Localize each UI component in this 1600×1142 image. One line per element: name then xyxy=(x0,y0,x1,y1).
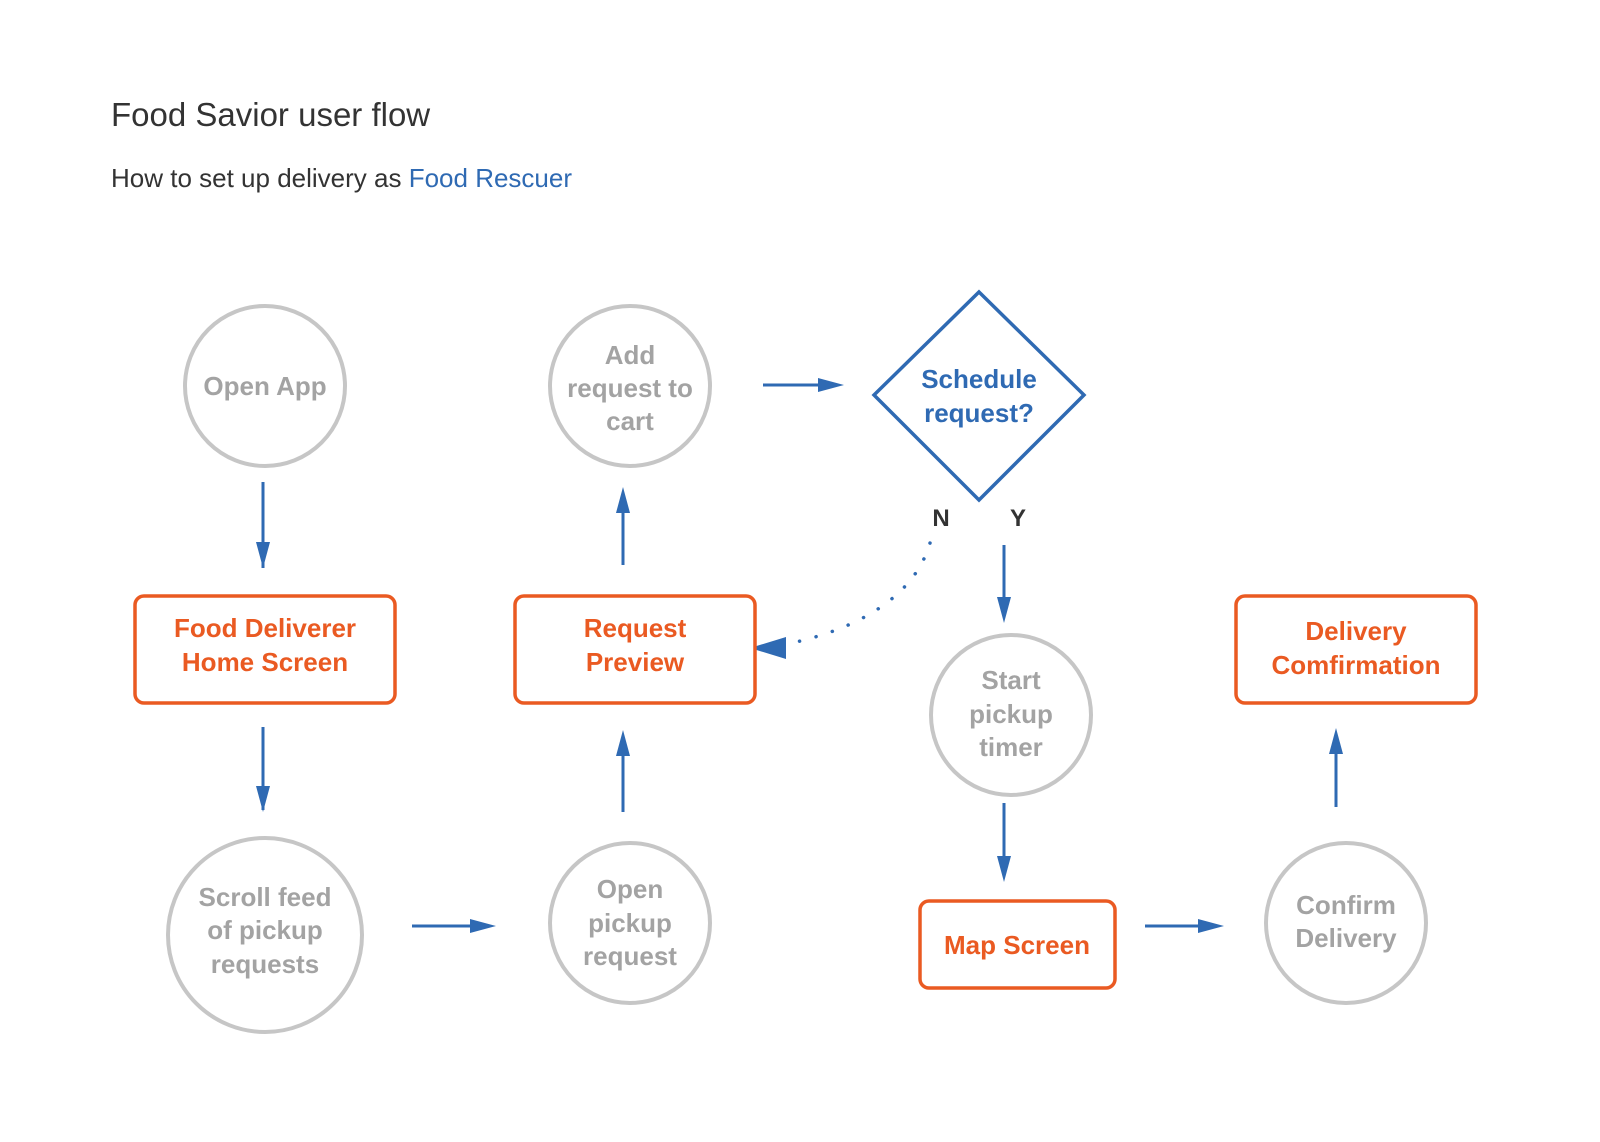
arrows xyxy=(256,378,1343,933)
node-start-timer-label-line-1: Start xyxy=(981,665,1041,695)
arrowhead-schedule-yes-to-start-timer xyxy=(997,597,1011,623)
node-open-pickup-label-line-2: pickup xyxy=(588,908,672,938)
node-open-pickup-label-line-1: Open xyxy=(597,874,663,904)
arrowhead-start-timer-to-map-screen xyxy=(997,856,1011,882)
node-open-app: Open App xyxy=(183,304,347,468)
node-delivery-confirmation-label-line-1: Delivery xyxy=(1305,616,1407,646)
node-open-pickup-label-line-3: request xyxy=(583,941,677,971)
node-start-timer-label-line-2: pickup xyxy=(969,699,1053,729)
node-map-screen: Map Screen xyxy=(918,899,1117,990)
node-schedule-decision-label-line-2: request? xyxy=(924,398,1034,428)
node-add-to-cart: Add request to cart xyxy=(548,304,712,468)
subtitle-role-accent: Food Rescuer xyxy=(408,163,573,193)
arrowhead-request-preview-to-add-to-cart xyxy=(616,487,630,513)
node-scroll-feed-label-line-2: of pickup xyxy=(207,915,323,945)
node-add-to-cart-label-line-1: Add xyxy=(605,340,656,370)
node-open-pickup-shape xyxy=(548,841,712,1005)
node-map-screen-label: Map Screen xyxy=(944,930,1090,960)
node-request-preview-label-line-2: Preview xyxy=(586,647,685,677)
branch-label-yes: Y xyxy=(1010,505,1026,532)
node-add-to-cart-label-line-2: request to xyxy=(567,373,693,403)
node-delivery-confirmation-label-line-2: Comfirmation xyxy=(1272,650,1441,680)
branch-label-no: N xyxy=(932,505,949,532)
node-scroll-feed-label-line-1: Scroll feed xyxy=(199,882,332,912)
node-scroll-feed-label-line-3: requests xyxy=(211,949,319,979)
node-request-preview-label-line-1: Request xyxy=(584,613,687,643)
node-open-pickup: Open pickup request xyxy=(548,841,712,1005)
node-home-screen-label-line-1: Food Deliverer xyxy=(174,613,356,643)
node-start-timer-shape xyxy=(929,633,1093,797)
arrowhead-open-app-to-home-screen xyxy=(256,542,270,568)
arrowhead-scroll-feed-to-open-pickup xyxy=(470,919,496,933)
arrowhead-map-screen-to-confirm-delivery xyxy=(1198,919,1224,933)
arrow-schedule-no-to-request-preview xyxy=(780,541,932,647)
node-open-app-label: Open App xyxy=(203,371,326,401)
node-confirm-delivery-label-line-1: Confirm xyxy=(1296,890,1396,920)
node-confirm-delivery-shape xyxy=(1264,841,1428,1005)
node-home-screen: Food Deliverer Home Screen xyxy=(133,594,397,705)
node-add-to-cart-label-line-3: cart xyxy=(606,406,654,436)
node-open-app-shape xyxy=(183,304,347,468)
arrowhead-open-pickup-to-request-preview xyxy=(616,730,630,756)
subtitle-prefix: How to set up delivery as xyxy=(111,163,402,193)
arrowhead-schedule-no-to-request-preview xyxy=(750,637,786,659)
arrowhead-home-screen-to-scroll-feed xyxy=(256,786,270,812)
node-delivery-confirmation-shape xyxy=(1234,594,1478,705)
page-title: Food Savior user flow xyxy=(111,96,431,133)
node-scroll-feed-shape xyxy=(166,836,364,1034)
node-home-screen-shape xyxy=(133,594,397,705)
node-home-screen-label-line-2: Home Screen xyxy=(182,647,348,677)
node-confirm-delivery: Confirm Delivery xyxy=(1264,841,1428,1005)
page-subtitle: How to set up delivery as Food Rescuer xyxy=(111,163,572,194)
arrowhead-confirm-delivery-to-delivery-confirmation xyxy=(1329,728,1343,754)
node-start-timer: Start pickup timer xyxy=(929,633,1093,797)
node-schedule-decision: Schedule request? xyxy=(871,289,1087,503)
node-request-preview-shape xyxy=(513,594,757,705)
node-request-preview: Request Preview xyxy=(513,594,757,705)
node-map-screen-shape xyxy=(918,899,1117,990)
node-add-to-cart-shape xyxy=(548,304,712,468)
node-delivery-confirmation: Delivery Comfirmation xyxy=(1234,594,1478,705)
node-start-timer-label-line-3: timer xyxy=(979,732,1043,762)
node-scroll-feed: Scroll feed of pickup requests xyxy=(166,836,364,1034)
node-confirm-delivery-label-line-2: Delivery xyxy=(1295,923,1397,953)
node-schedule-decision-shape xyxy=(871,289,1087,503)
arrowhead-add-to-cart-to-schedule xyxy=(818,378,844,392)
node-schedule-decision-label-line-1: Schedule xyxy=(921,364,1037,394)
